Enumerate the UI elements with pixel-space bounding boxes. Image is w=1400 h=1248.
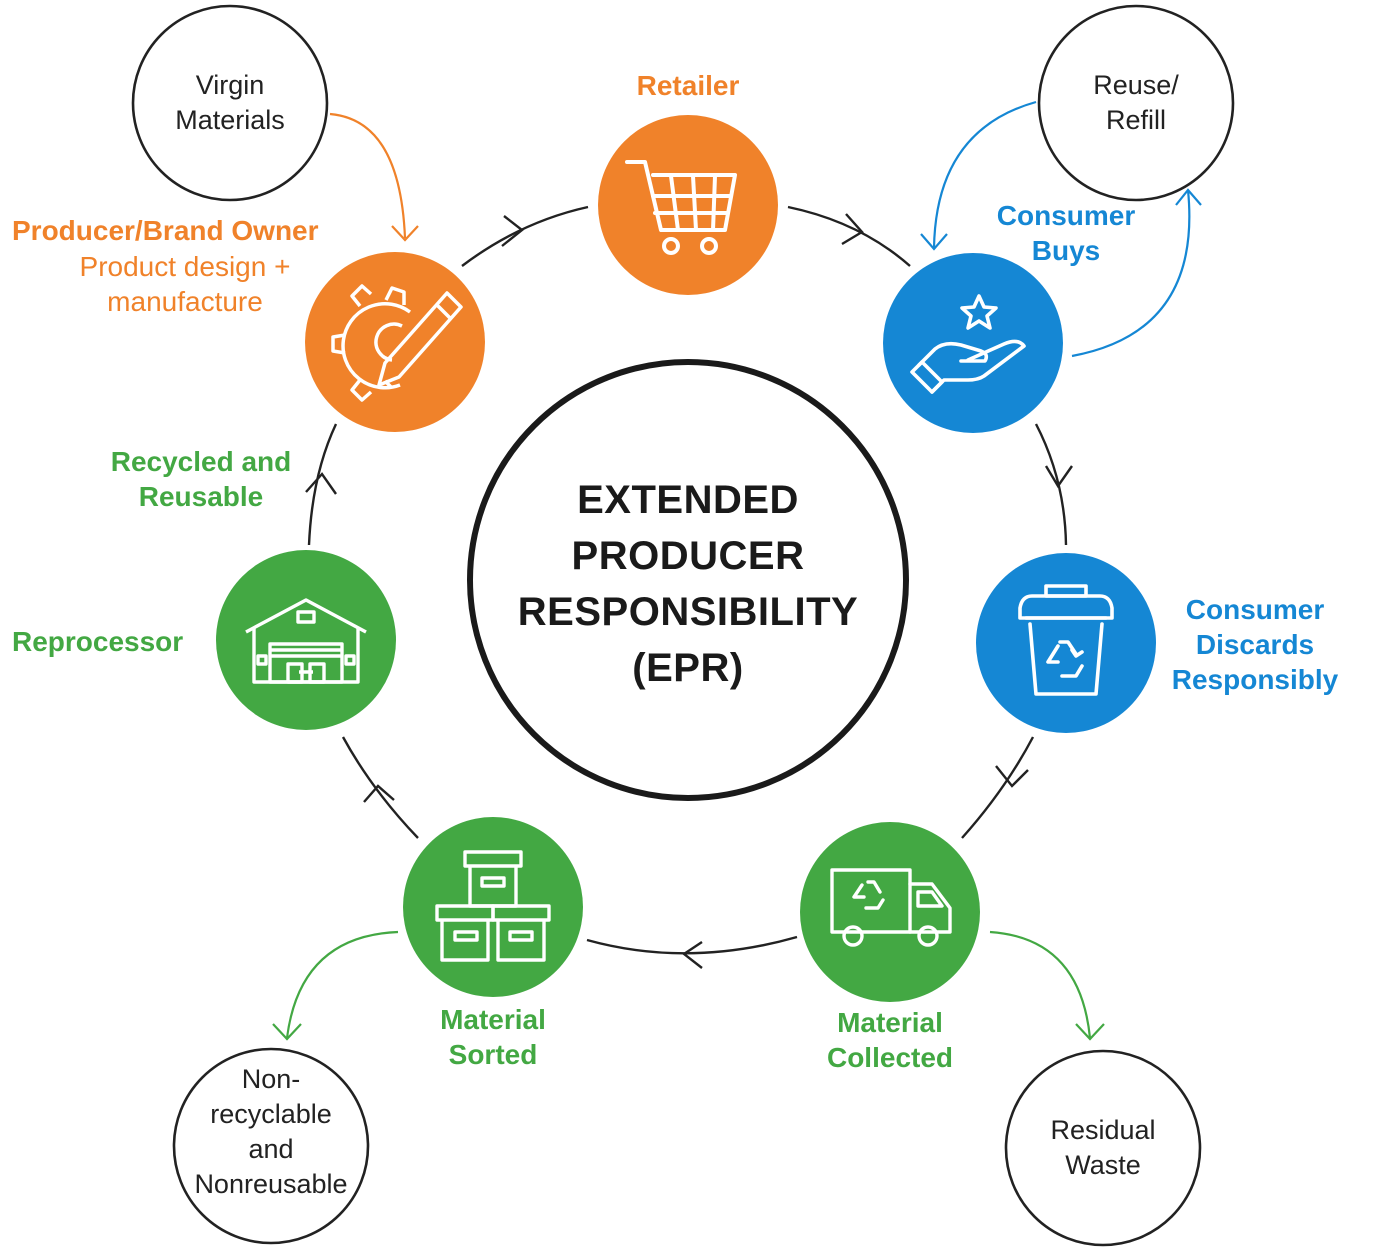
nonrecyclable-line-4: Nonreusable (194, 1169, 348, 1199)
virgin-materials-node (131, 4, 329, 202)
gear-pencil-icon (331, 284, 463, 402)
arrow-virgin-to-producer (329, 112, 407, 239)
residual-line-1: Residual (1050, 1115, 1156, 1145)
center-title-line-3: RESPONSIBILITY (517, 590, 859, 634)
shopping-cart-icon (625, 160, 737, 255)
virgin-line-1: Virgin (195, 70, 265, 100)
nonrecyclable-line-2: recyclable (210, 1099, 332, 1129)
retailer-node (598, 115, 778, 295)
consumer-buys-title-1: Consumer (996, 200, 1136, 231)
arc-consumer-discards (1034, 423, 1068, 546)
arrow-reuse-to-consumer (932, 100, 1037, 249)
reprocessor-title: Reprocessor (12, 626, 184, 657)
reuse-line-1: Reuse/ (1093, 70, 1179, 100)
arc-retailer-consumer (787, 205, 911, 267)
producer-title: Producer/Brand Owner (12, 215, 319, 246)
material-sorted-title-2: Sorted (448, 1039, 538, 1070)
material-collected-title-1: Material (837, 1007, 943, 1038)
arrow-sorted-to-nonrecyclable (285, 930, 399, 1039)
material-sorted-node (403, 817, 583, 997)
nonrecyclable-line-3: and (248, 1134, 294, 1164)
stacked-boxes-icon (435, 850, 551, 962)
recycled-title-1: Recycled and (110, 446, 292, 477)
nonrecyclable-line-1: Non- (241, 1064, 301, 1094)
reprocessor-node (216, 550, 396, 730)
consumer-buys-node (883, 253, 1063, 433)
reuse-line-2: Refill (1105, 105, 1166, 135)
center-title-line-2: PRODUCER (571, 534, 805, 578)
center-circle (467, 359, 909, 801)
center-title: EXTENDED PRODUCER RESPONSIBILITY (EPR) (470, 472, 906, 696)
producer-subtitle-2: manufacture (107, 286, 263, 317)
consumer-discards-title-1: Consumer (1185, 594, 1325, 625)
material-sorted-title-1: Material (440, 1004, 546, 1035)
cycle-arrowheads (305, 213, 1073, 969)
center-title-line-4: (EPR) (632, 646, 744, 690)
hand-star-icon (910, 294, 1026, 394)
consumer-buys-title-2: Buys (1031, 235, 1101, 266)
consumer-discards-title-2: Discards (1195, 629, 1315, 660)
reuse-refill-node (1037, 4, 1235, 202)
residual-line-2: Waste (1065, 1150, 1141, 1180)
arc-producer-retailer (461, 205, 589, 267)
recycle-bin-icon (1018, 584, 1114, 696)
consumer-discards-title-3: Responsibly (1171, 664, 1339, 695)
producer-subtitle-1: Product design + (79, 251, 291, 282)
arrow-collected-to-residual (989, 930, 1092, 1039)
arc-collected-sorted (586, 935, 798, 955)
consumer-discards-node (976, 553, 1156, 733)
residual-waste-node (1004, 1049, 1202, 1247)
recycling-truck-icon (830, 868, 952, 947)
producer-node (305, 252, 485, 432)
material-collected-node (800, 822, 980, 1002)
virgin-line-2: Materials (175, 105, 285, 135)
arc-discards-collected (961, 736, 1035, 839)
center-title-line-1: EXTENDED (577, 478, 799, 522)
warehouse-icon (245, 598, 367, 684)
recycled-title-2: Reusable (138, 481, 264, 512)
retailer-title: Retailer (636, 70, 740, 101)
nonrecyclable-node (172, 1047, 370, 1245)
material-collected-title-2: Collected (826, 1042, 954, 1073)
arrow-consumer-to-reuse (1071, 189, 1191, 358)
